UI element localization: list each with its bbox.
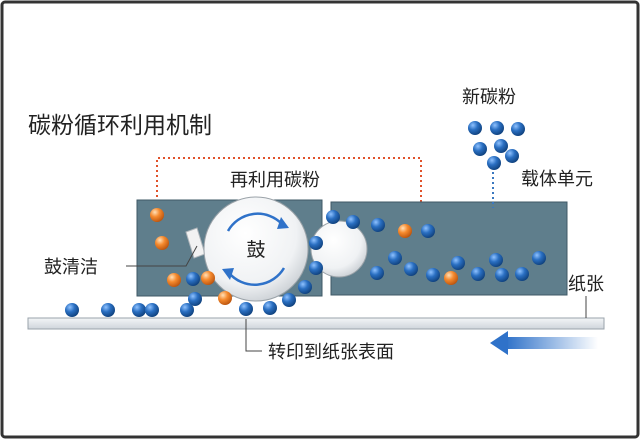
- particle: [326, 210, 340, 224]
- particle: [532, 251, 546, 265]
- particle: [468, 121, 482, 135]
- particle: [65, 303, 79, 317]
- particle: [487, 156, 501, 170]
- particle: [180, 303, 194, 317]
- drum-cleaning-leader: [126, 245, 198, 267]
- new-toner-particles: [468, 121, 525, 170]
- particle: [404, 262, 418, 276]
- particle: [494, 139, 508, 153]
- particle: [511, 122, 525, 136]
- new-toner-label: 新碳粉: [462, 87, 516, 108]
- paper-sheet: [27, 317, 605, 330]
- carrier-unit-label: 载体单元: [521, 169, 593, 190]
- particle: [370, 266, 384, 280]
- particle: [426, 268, 440, 282]
- paper-label: 纸张: [568, 274, 604, 295]
- particle: [421, 224, 435, 238]
- particle: [388, 251, 402, 265]
- particle: [495, 268, 509, 282]
- particle: [515, 267, 529, 281]
- particle: [473, 142, 487, 156]
- particle: [444, 271, 458, 285]
- transfer-label: 转印到纸张表面: [268, 342, 394, 363]
- particle: [188, 292, 202, 306]
- diagram-title: 碳粉循环利用机制: [28, 113, 212, 139]
- particle: [282, 293, 296, 307]
- particle: [218, 291, 232, 305]
- particle: [346, 215, 360, 229]
- particle: [155, 236, 169, 250]
- particle: [101, 303, 115, 317]
- particle: [167, 273, 181, 287]
- particle: [150, 208, 164, 222]
- particle: [371, 218, 385, 232]
- transfer-zone-particles: [239, 210, 360, 316]
- particle: [263, 301, 277, 315]
- particle: [132, 303, 146, 317]
- drum-cleaning-label: 鼓清洁: [44, 257, 98, 278]
- particle: [398, 224, 412, 238]
- transfer-leader: [245, 319, 262, 352]
- particle: [145, 303, 159, 317]
- rotation-arrows-icon: [226, 212, 286, 286]
- left-arrow-icon: [490, 331, 598, 355]
- particle: [451, 256, 465, 270]
- developer-roller: [310, 220, 368, 278]
- reuse-toner-label: 再利用碳粉: [230, 170, 320, 191]
- drum-label: 鼓: [246, 239, 265, 261]
- reuse-path: [156, 157, 422, 207]
- particle: [186, 272, 200, 286]
- carrier-housing-particles: [370, 218, 546, 285]
- particle: [239, 302, 253, 316]
- particle: [309, 261, 323, 275]
- cleaning-housing-particles: [150, 208, 232, 306]
- paper-particles: [65, 303, 194, 317]
- particle: [309, 236, 323, 250]
- particle: [505, 149, 519, 163]
- particle: [489, 253, 503, 267]
- particle: [201, 271, 215, 285]
- particle: [490, 121, 504, 135]
- particle: [298, 280, 312, 294]
- particle: [471, 267, 485, 281]
